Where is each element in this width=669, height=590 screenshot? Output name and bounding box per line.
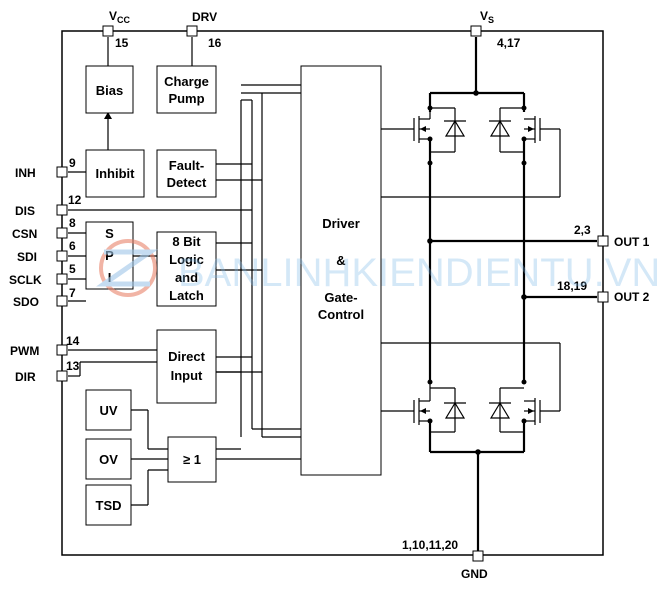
pin-sdo-label: SDO: [13, 295, 39, 309]
transistor-high-right: [489, 107, 541, 153]
pin-pwm-number: 14: [66, 334, 80, 348]
fault-detect-label-2: Detect: [167, 175, 207, 190]
internal-wiring: [68, 37, 301, 506]
or-gate-label: ≥ 1: [183, 452, 201, 467]
inhibit-block: Inhibit: [85, 149, 145, 198]
transistor-low-left: [413, 382, 466, 433]
logic-label-3: and: [175, 270, 198, 285]
charge-pump-label-2: Pump: [168, 91, 204, 106]
uv-block: UV: [85, 389, 132, 431]
ov-block: OV: [85, 438, 132, 480]
tsd-label: TSD: [96, 498, 122, 513]
ov-label: OV: [99, 452, 118, 467]
fault-detect-block: Fault- Detect: [156, 149, 217, 198]
logic-label-1: 8 Bit: [172, 234, 201, 249]
pin-dir-label: DIR: [15, 370, 36, 384]
pin-drv-number: 16: [208, 36, 222, 50]
direct-input-label-2: Input: [171, 368, 203, 383]
inhibit-label: Inhibit: [96, 166, 136, 181]
spi-p-label: P: [105, 248, 114, 263]
pin-drv: DRV 16: [186, 10, 222, 50]
watermark: BANLINHKIENDIENTU.VN: [96, 239, 660, 297]
pin-dis-number: 12: [68, 193, 82, 207]
pin-gnd-number: 1,10,11,20: [402, 538, 458, 552]
pin-sclk-number: 5: [69, 262, 76, 276]
pin-sdo-number: 7: [69, 286, 76, 300]
h-bridge: [381, 37, 597, 551]
driver-gate-control-block: Driver & Gate- Control: [300, 65, 382, 476]
transistor-low-right: [489, 387, 541, 433]
pin-out2-number: 18,19: [557, 279, 587, 293]
direct-input-label-1: Direct: [168, 349, 206, 364]
driver-label-2: &: [336, 253, 345, 268]
uv-label: UV: [99, 403, 117, 418]
pin-sdi-number: 6: [69, 239, 76, 253]
fault-detect-label-1: Fault-: [169, 158, 204, 173]
pin-csn: CSN 8: [12, 216, 76, 241]
watermark-text: BANLINHKIENDIENTU.VN: [178, 251, 660, 295]
pin-sdi-label: SDI: [17, 250, 37, 264]
driver-label-3: Gate-: [324, 290, 357, 305]
driver-label-1: Driver: [322, 216, 360, 231]
pin-sdi: SDI 6: [17, 239, 76, 264]
pin-gnd: GND 1,10,11,20: [402, 538, 488, 581]
pin-dis: DIS 12: [15, 193, 82, 218]
pin-csn-number: 8: [69, 216, 76, 230]
or-gate-block: ≥ 1: [167, 436, 217, 483]
pin-gnd-label: GND: [461, 567, 488, 581]
logic-label-4: Latch: [169, 288, 204, 303]
pin-vs: VS 4,17: [470, 9, 521, 50]
charge-pump-label-1: Charge: [164, 74, 209, 89]
charge-pump-block: Charge Pump: [156, 65, 217, 114]
pin-inh-label: INH: [15, 166, 36, 180]
logic-label-2: Logic: [169, 252, 204, 267]
bias-label: Bias: [96, 83, 123, 98]
pin-sdo: SDO 7: [13, 286, 76, 309]
logic-latch-block: 8 Bit Logic and Latch: [156, 231, 217, 307]
pin-vcc-number: 15: [115, 36, 129, 50]
direct-input-block: Direct Input: [156, 329, 217, 404]
pin-sclk-label: SCLK: [9, 273, 42, 287]
pin-drv-label: DRV: [192, 10, 217, 24]
pin-pwm: PWM 14: [10, 334, 80, 358]
pin-vs-label: VS: [480, 9, 494, 25]
pin-csn-label: CSN: [12, 227, 37, 241]
pin-vcc: VCC 15: [102, 9, 131, 50]
transistor-high-left: [413, 107, 466, 153]
pin-sclk: SCLK 5: [9, 262, 76, 287]
pin-out2: OUT 2 18,19: [557, 279, 650, 304]
pin-out2-label: OUT 2: [614, 290, 650, 304]
pin-vcc-label: VCC: [109, 9, 131, 25]
driver-label-4: Control: [318, 307, 364, 322]
pin-dir-number: 13: [66, 359, 80, 373]
pin-pwm-label: PWM: [10, 344, 39, 358]
pin-inh: INH 9: [15, 156, 76, 180]
pin-out1-number: 2,3: [574, 223, 591, 237]
pin-inh-number: 9: [69, 156, 76, 170]
pin-dis-label: DIS: [15, 204, 35, 218]
pin-vs-number: 4,17: [497, 36, 521, 50]
pin-out1: OUT 1 2,3: [574, 223, 650, 249]
bias-block: Bias: [85, 65, 134, 114]
spi-s-label: S: [105, 226, 114, 241]
pin-out1-label: OUT 1: [614, 235, 650, 249]
tsd-block: TSD: [85, 484, 132, 526]
pin-dir: DIR 13: [15, 359, 80, 384]
